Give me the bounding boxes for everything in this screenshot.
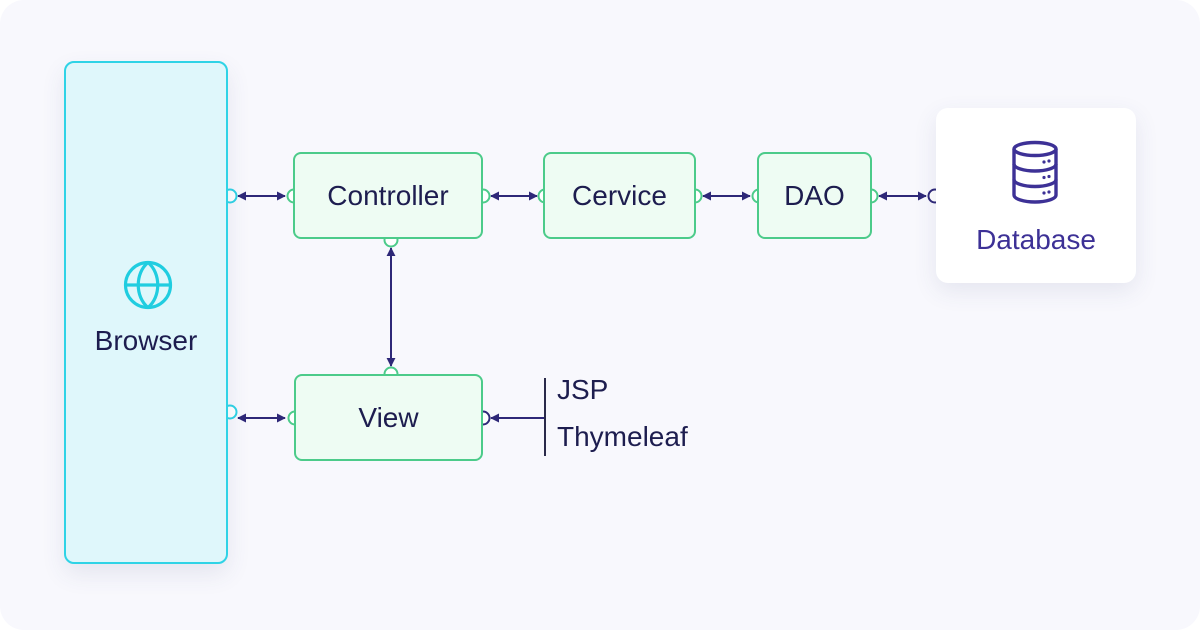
- tech-thymeleaf-label: Thymeleaf: [557, 421, 688, 452]
- view-tech-bracket: [544, 378, 546, 456]
- view-label: View: [358, 401, 419, 433]
- browser-node: Browser: [64, 61, 228, 564]
- view-node: View: [294, 374, 483, 461]
- service-label: Cervice: [572, 179, 667, 211]
- database-icon: [1012, 140, 1058, 204]
- controller-node: Controller: [293, 152, 483, 239]
- service-node: Cervice: [543, 152, 696, 239]
- dao-label: DAO: [784, 179, 845, 211]
- database-label: Database: [976, 224, 1096, 255]
- globe-icon: [123, 260, 173, 310]
- dao-node: DAO: [757, 152, 872, 239]
- browser-label: Browser: [94, 325, 198, 356]
- tech-jsp-label: JSP: [557, 374, 609, 405]
- database-node: Database: [936, 108, 1136, 283]
- controller-label: Controller: [327, 179, 449, 211]
